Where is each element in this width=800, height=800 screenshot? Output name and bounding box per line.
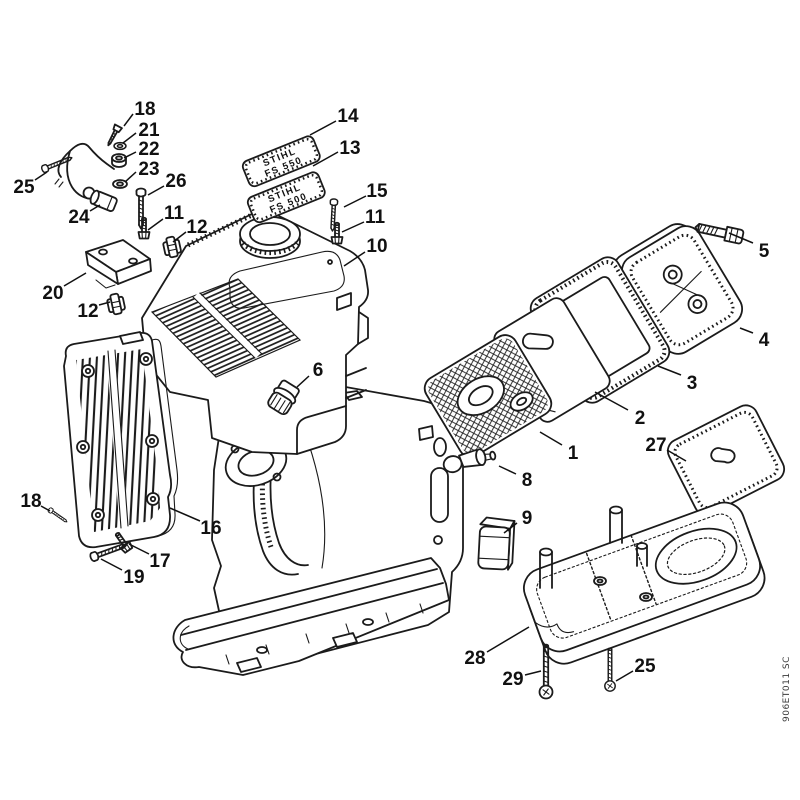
callout-number-29: 29 [502,669,523,690]
callout-number-3: 3 [687,373,698,394]
part-base-plate-28 [523,501,766,665]
callout-leader-19 [100,558,123,571]
callout-leader-29 [524,670,542,676]
part-bolt-11b [330,221,344,245]
part-model-plate-13: STIHL FS 500 [246,171,326,224]
base-plate-studs [539,505,653,602]
callout-leader-12 [172,231,187,243]
callout-leader-17 [128,543,150,555]
callout-number-12: 12 [77,301,98,322]
part-clip-12a [161,234,183,260]
callout-leader-10 [343,251,366,267]
callout-leader-27 [666,449,687,462]
callout-leader-18 [40,505,51,512]
callout-number-12: 12 [186,217,207,238]
callout-number-17: 17 [149,551,170,572]
callout-number-8: 8 [522,470,533,491]
callout-number-18: 18 [20,491,41,512]
callout-number-11: 11 [365,207,386,228]
part-screw-25b [604,647,616,692]
callout-number-15: 15 [366,181,388,202]
callout-number-22: 22 [138,139,159,160]
part-nut-22 [111,153,127,168]
callout-leader-11 [341,221,365,233]
callout-leader-2 [594,391,629,411]
callout-leader-20 [63,272,87,287]
callout-leader-9 [503,522,518,534]
part-choke-shaft-8 [442,448,497,474]
callout-leader-24 [89,204,101,212]
callout-leader-22 [123,151,137,159]
callout-leader-26 [147,185,165,196]
part-bracket-20 [85,239,152,289]
callout-leader-6 [296,375,310,388]
callout-number-10: 10 [366,236,387,257]
callout-number-13: 13 [339,138,360,159]
part-knob-6 [267,379,300,416]
part-model-plate-14: STIHL FS 550 [241,135,321,188]
callout-number-16: 16 [200,518,221,539]
callout-leader-4 [739,327,754,334]
callout-number-14: 14 [337,106,359,127]
callout-number-20: 20 [42,283,63,304]
callout-number-2: 2 [635,408,646,429]
callout-number-4: 4 [759,330,770,351]
callout-number-21: 21 [138,120,160,141]
callout-number-11: 11 [164,203,185,224]
diagram-code: 906ET011 SC [782,656,792,722]
callout-leader-1 [539,431,563,446]
callout-number-6: 6 [313,360,324,381]
part-screw-18b [46,506,69,525]
callout-number-24: 24 [68,207,90,228]
callout-number-26: 26 [165,171,186,192]
callout-leader-21 [122,132,137,144]
part-wire-harness [54,142,115,200]
callout-leader-11 [147,218,164,231]
callout-leader-13 [312,151,339,167]
callout-number-18: 18 [134,99,155,120]
callout-leader-15 [343,195,367,208]
callout-leader-23 [124,171,137,183]
part-washer-21 [113,141,127,151]
callout-number-25: 25 [13,177,35,198]
callout-number-27: 27 [645,435,666,456]
callout-number-1: 1 [568,443,579,464]
callout-number-9: 9 [522,508,533,529]
part-clip-12b [105,291,127,317]
part-screw-18a [107,123,123,147]
part-fan-grille-16 [63,331,179,549]
callout-leader-8 [498,465,517,475]
part-shroud-10 [141,209,369,455]
callout-leader-25 [34,171,48,181]
callout-number-23: 23 [138,159,159,180]
callout-leader-25 [615,670,634,682]
part-filter-pad-27 [666,404,786,516]
callout-leader-5 [728,232,754,244]
part-screw-25a [40,153,74,174]
callout-leader-16 [169,507,201,522]
callout-number-19: 19 [123,567,144,588]
part-module-9 [477,516,516,571]
callout-leader-3 [657,365,682,376]
grille-screw-bosses [76,352,160,522]
callout-leader-14 [309,120,337,136]
part-screw-15 [328,198,339,232]
callout-leader-12 [98,301,111,306]
callout-leader-28 [486,626,530,653]
callout-number-5: 5 [759,241,770,262]
callout-number-28: 28 [464,648,485,669]
callout-leader-18 [123,113,134,127]
callout-number-25: 25 [634,656,656,677]
part-filter-element-1 [423,334,553,458]
